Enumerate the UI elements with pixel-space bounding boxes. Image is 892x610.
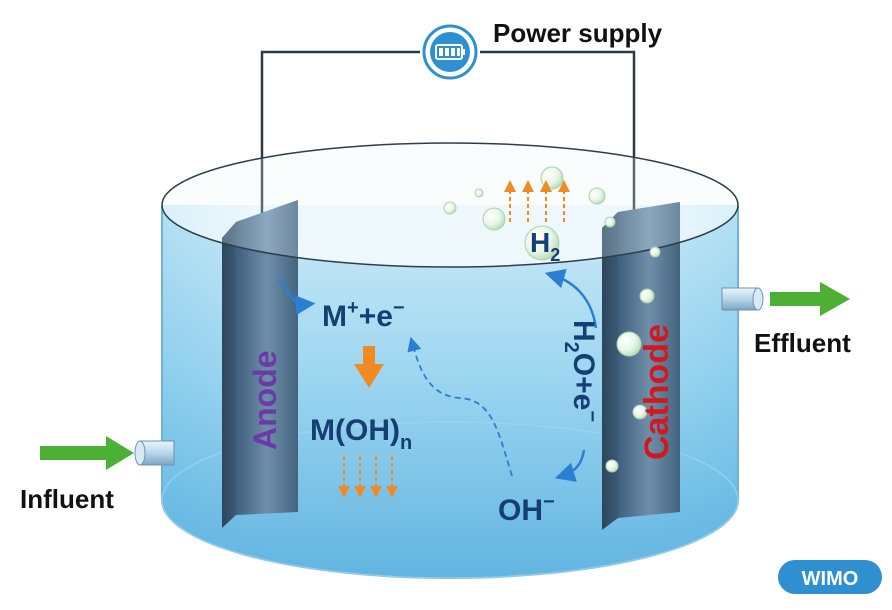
metal-hydroxide-label: M(OH)n [310,414,412,454]
cathode-label: Cathode [638,324,676,460]
water-to-h2-arrow [544,268,598,329]
h2-rising-arrows [504,180,570,222]
water-to-oh-arrow [554,449,586,482]
metal-ion-equation: M++e− [322,297,405,333]
water-reduction-equation: H2O+e− [560,320,603,422]
watermark-logo: WIMO [778,560,882,594]
power-supply-label: Power supply [493,18,663,48]
influent-label: Influent [20,484,114,514]
anode-to-ion-arrow [277,278,316,316]
influent-arrow [40,436,134,470]
effluent-arrow [770,282,850,316]
inlet-pipe [134,440,175,466]
anode-label: Anode [247,350,283,450]
tank-bottom-rim [161,421,739,579]
precipitate-settling-arrows [338,456,398,498]
reaction-down-arrow [354,346,384,388]
hydrogen-label: H2 [530,227,560,265]
outlet-pipe [721,287,764,311]
svg-text:WIMO: WIMO [802,568,859,590]
battery-icon [422,24,478,80]
hydroxide-ion-label: OH− [498,491,555,527]
anode-electrode [222,200,298,528]
gas-bubbles [443,166,661,473]
cathode-electrode [602,202,680,530]
oh-to-ion-dashed-arrow [407,336,513,477]
power-wire [260,50,636,222]
effluent-label: Effluent [754,328,851,358]
